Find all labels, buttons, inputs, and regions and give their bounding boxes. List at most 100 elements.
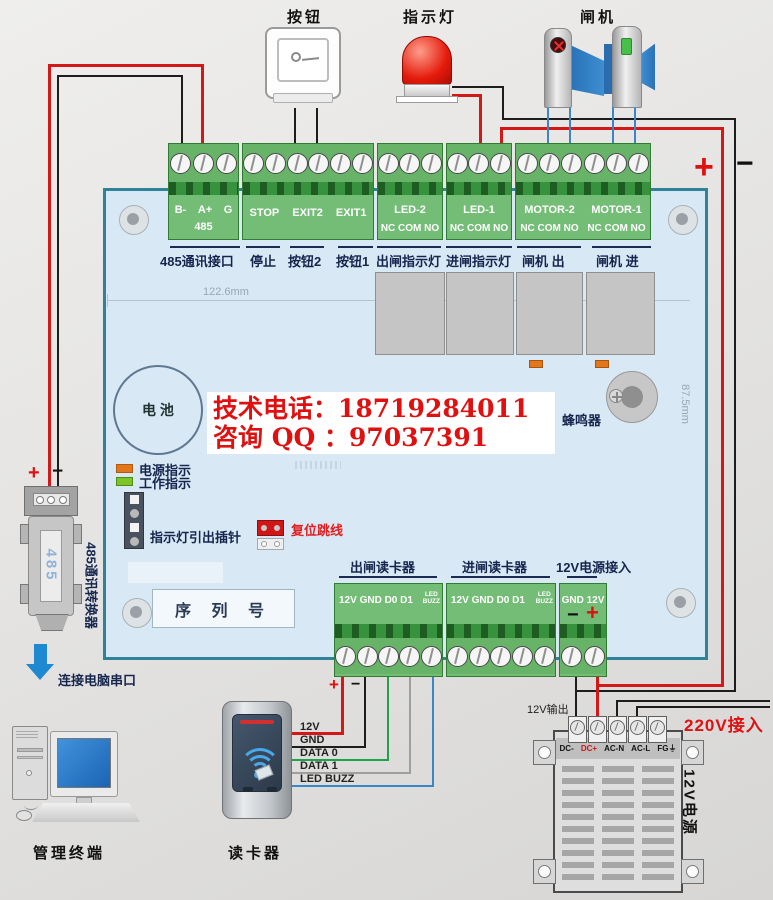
terminal-screw (447, 152, 469, 174)
pin-header-label: 指示灯引出插针 (150, 530, 242, 545)
terminal-485: B- A+ G 485 (168, 143, 239, 240)
contact-banner: 技术电话：18719284011 咨询 QQ ：97037391 (207, 392, 555, 454)
psu-mount-ear (533, 740, 556, 765)
psu-220v-label: 220V接入 (684, 716, 764, 735)
power-led-label: 电源指示 (139, 463, 192, 478)
jumper-pin (261, 541, 268, 547)
warning-beacon-base (396, 96, 458, 103)
terminal-screw (170, 152, 191, 174)
relay (375, 272, 445, 355)
monitor-stand (76, 797, 92, 804)
power-pins: GND 12V (561, 595, 605, 606)
wire-485-a-plus (48, 64, 51, 494)
port-line (246, 246, 280, 248)
psu-terminal (628, 716, 647, 743)
wire-reader-gnd (364, 675, 366, 748)
relay (516, 272, 583, 355)
terminal-screw (356, 645, 378, 667)
wire-label-data0: DATA 0 (300, 747, 338, 759)
terminal-teeth (516, 182, 650, 195)
pins-nc-com-no: NC COM NO (449, 223, 509, 234)
pin-g: G (223, 204, 233, 216)
plus-mark: + (586, 600, 599, 625)
pins-nc-com-no: NC COM NO (520, 223, 579, 234)
screw-row (560, 638, 606, 674)
pins-nc-com-no: NC COM NO (587, 223, 646, 234)
wire-positive-bus (500, 127, 503, 150)
terminal-teeth (243, 182, 373, 195)
wire-light-12v (452, 94, 482, 97)
key-icon (291, 52, 301, 62)
pcb-screw (666, 588, 696, 618)
terminal-screw (264, 152, 286, 174)
wire-ac-n (616, 700, 618, 722)
pin-stop: STOP (249, 207, 280, 219)
wire-light-gnd (502, 86, 504, 120)
port-label-gate-out: 闸机 出 (522, 254, 565, 269)
psu-vents (602, 766, 634, 884)
pin-led: LED (537, 591, 551, 598)
reader-label: 读卡器 (228, 845, 283, 862)
wifi-icon (251, 762, 269, 780)
terminal-teeth (560, 624, 606, 638)
port-line (446, 246, 512, 248)
port-line (339, 576, 437, 578)
port-label-485: 485通讯接口 (160, 254, 234, 269)
reader-slot (243, 787, 253, 792)
label-485: 485 (194, 221, 213, 233)
psu-terminal (648, 716, 667, 743)
work-led-label: 工作指示 (139, 476, 192, 491)
button-label: 按钮 (287, 9, 324, 26)
psu-terminal (608, 716, 627, 743)
terminal-screw (329, 152, 351, 174)
smd-component (529, 360, 543, 368)
led-pin-header (124, 492, 144, 549)
minus-mark: − (351, 676, 361, 693)
minus-mark: − (52, 461, 64, 482)
gate-flap (571, 45, 604, 96)
battery-label: 电 池 (142, 402, 174, 418)
psu-mount-ear (533, 859, 556, 884)
converter-thumbscrew (73, 584, 82, 604)
wire-label-ledbuzz: LED BUZZ (300, 773, 355, 785)
converter-thumbscrew (20, 584, 29, 604)
terminal-screw (286, 152, 308, 174)
psu-side-label: 12V电源 (680, 769, 698, 836)
pc-tower-vents (16, 731, 38, 740)
screw (590, 720, 605, 735)
plus-mark: + (329, 675, 339, 694)
wire-485-a-plus (48, 64, 204, 67)
wire-ac-l (636, 706, 770, 708)
wire-gate-motor (634, 104, 636, 150)
port-label-in-reader: 进闸读卡器 (462, 560, 528, 575)
label-led2: LED-2 (394, 204, 426, 216)
serial-number-box: 序 列 号 (152, 589, 295, 628)
wire-light-gnd (452, 86, 504, 88)
psu-pin-fg: FG⏚ (657, 744, 677, 753)
psu-label-strip: DC- DC+ AC-N AC-L FG⏚ (556, 738, 680, 759)
psu-mount-ear (681, 859, 704, 884)
psu-terminal (588, 716, 607, 743)
plus-mark: + (28, 462, 40, 484)
psu-vents (562, 766, 594, 884)
port-line (290, 246, 324, 248)
card-reader-led (240, 720, 274, 724)
pin-a: A+ (197, 204, 213, 216)
pcb-screw (122, 598, 152, 628)
pcb-screw (119, 205, 149, 235)
screw (610, 720, 625, 735)
port-line (377, 246, 441, 248)
wire-reader-12v (292, 732, 344, 735)
terminal-screw (216, 152, 237, 174)
battery: 电 池 (113, 365, 203, 455)
wire-gate-motor (612, 104, 614, 150)
pin-buzz: BUZZ (422, 598, 440, 605)
mouse (16, 810, 32, 821)
down-arrow-icon (26, 664, 54, 680)
wire-gnd-to-dc (575, 675, 577, 722)
port-line (451, 576, 550, 578)
terminal-screw (561, 152, 583, 174)
psu-terminal (568, 716, 587, 743)
wire-reader-d1 (292, 772, 411, 774)
